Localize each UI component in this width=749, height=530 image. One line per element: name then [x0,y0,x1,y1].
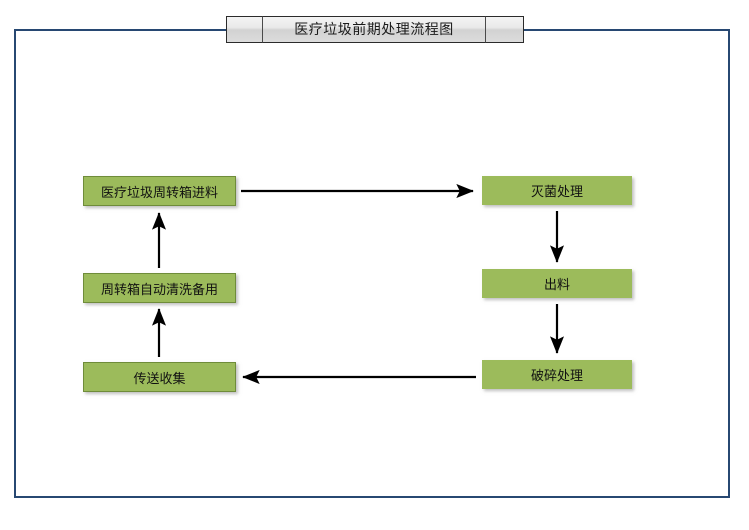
flow-node-discharge[interactable]: 出料 [482,269,632,298]
page-title: 医疗垃圾前期处理流程图 [294,21,454,38]
titlebar-left-tab[interactable] [226,16,262,43]
titlebar-title-tab[interactable]: 医疗垃圾前期处理流程图 [262,16,486,43]
flow-node-convey[interactable]: 传送收集 [83,362,236,392]
flow-node-wash[interactable]: 周转箱自动清洗备用 [83,273,236,303]
flow-node-feed[interactable]: 医疗垃圾周转箱进料 [83,176,236,206]
titlebar: 医疗垃圾前期处理流程图 [226,16,524,43]
titlebar-right-tab[interactable] [486,16,524,43]
flow-node-crush[interactable]: 破碎处理 [482,360,632,389]
flow-node-sterilize[interactable]: 灭菌处理 [482,176,632,205]
diagram-frame [14,29,730,498]
